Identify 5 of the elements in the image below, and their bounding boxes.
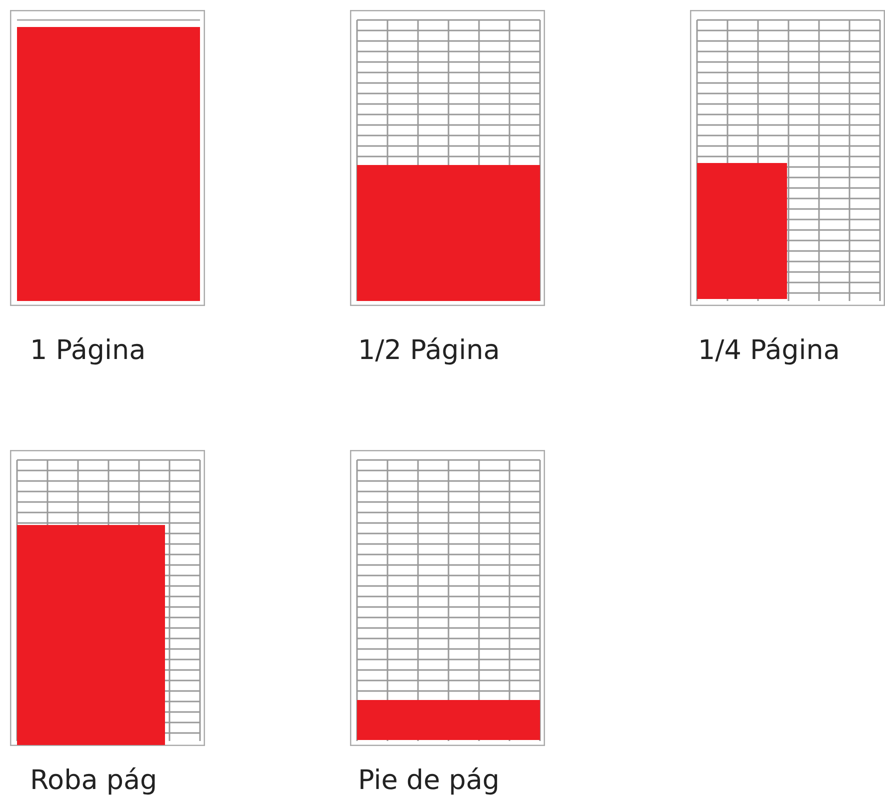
layout-caption: Roba pág [30, 765, 158, 796]
layout-caption: 1/4 Página [698, 335, 840, 366]
layout-caption: Pie de pág [358, 765, 500, 796]
layout-caption: 1/2 Página [358, 335, 500, 366]
layout-caption: 1 Página [30, 335, 146, 366]
